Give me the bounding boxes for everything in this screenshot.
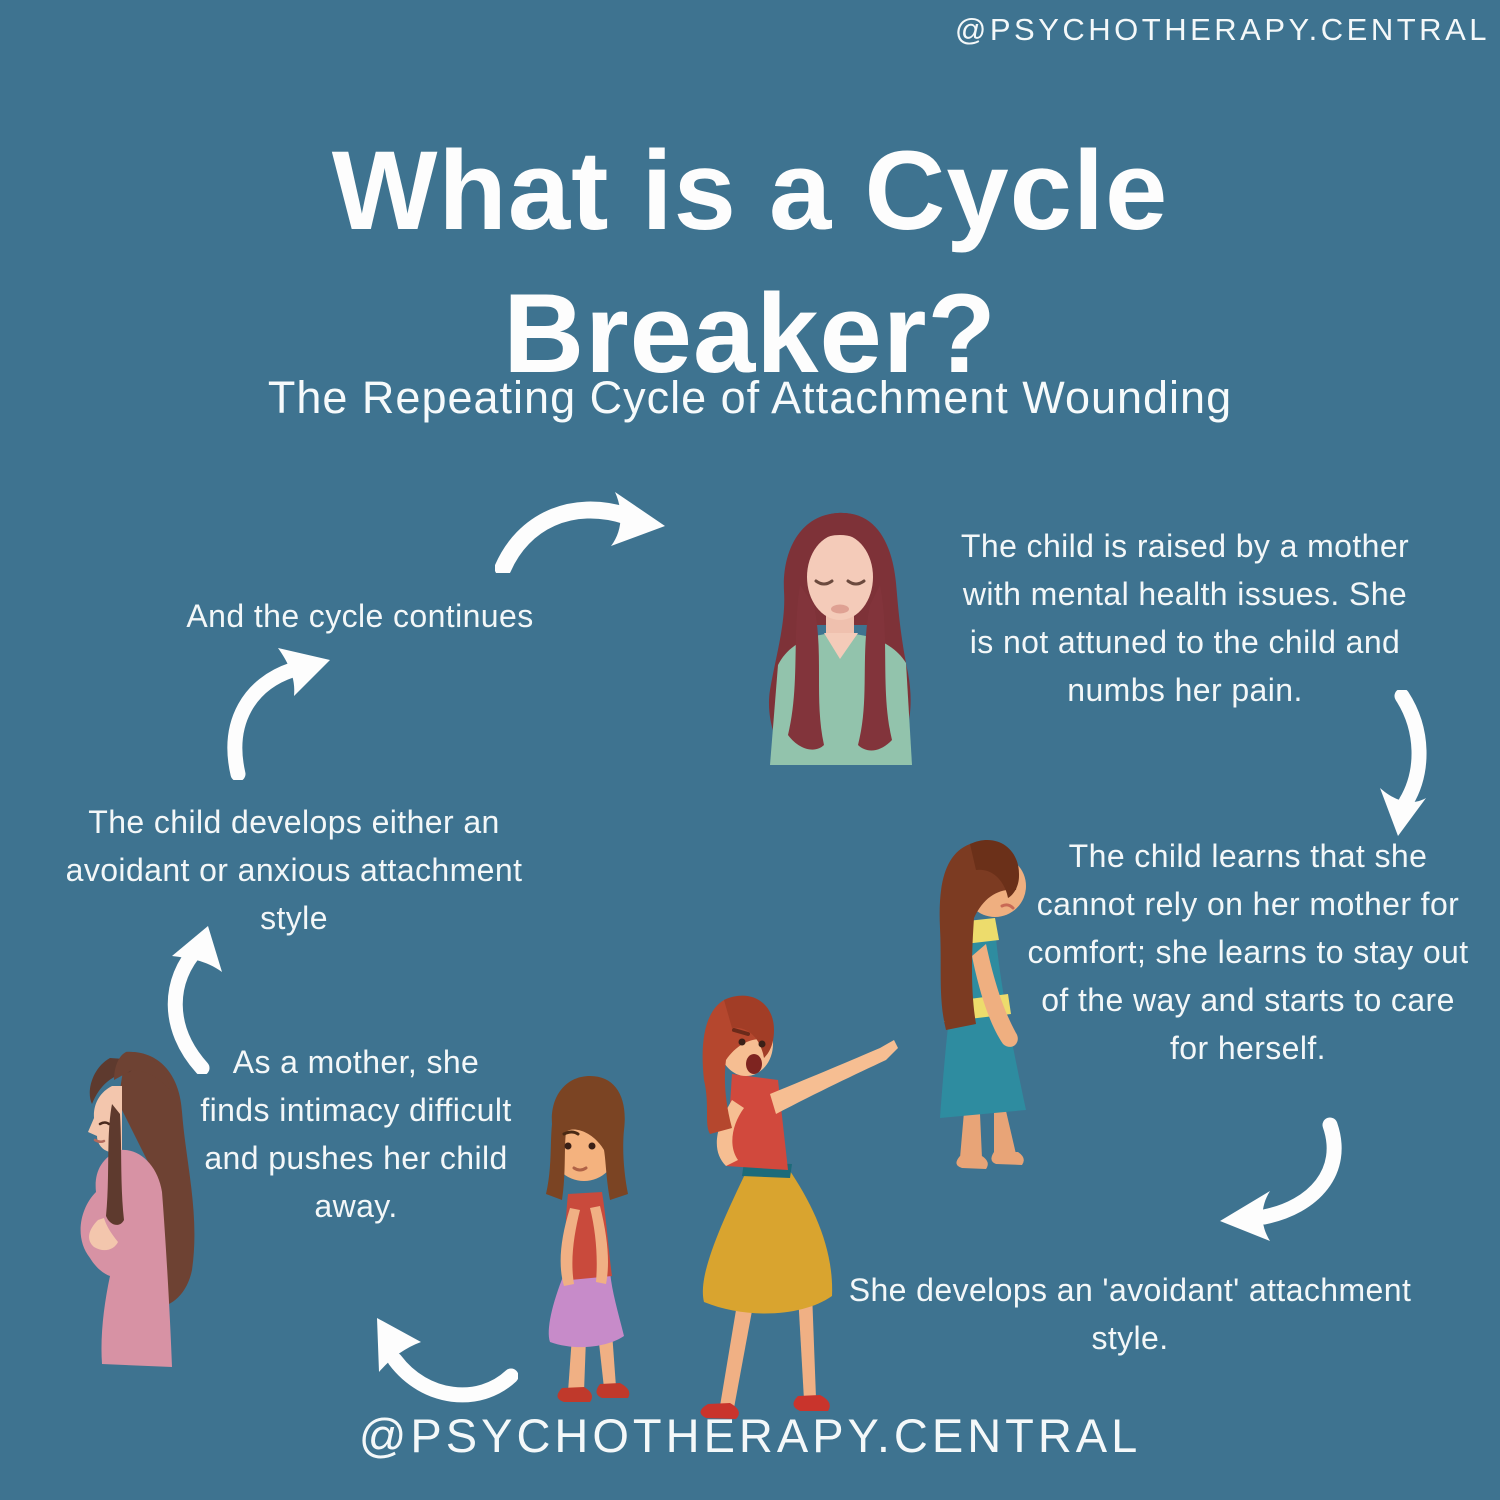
cycle-step-3: She develops an 'avoidant' attachment st… <box>848 1272 1412 1356</box>
page-title-line1: What is a Cycle <box>331 128 1169 254</box>
curved-arrow-right-icon <box>495 478 670 573</box>
curved-arrow-down-icon <box>1362 690 1432 840</box>
curved-arrow-up-left-icon <box>363 1310 518 1420</box>
cycle-step-1: The child is raised by a mother with men… <box>960 528 1410 708</box>
social-handle-top: @PSYCHOTHERAPY.CENTRAL <box>954 12 1490 47</box>
mother-portrait-illustration <box>738 503 943 765</box>
cycle-step-2: The child learns that she cannot rely on… <box>1027 838 1469 1066</box>
page-title-line2: Breaker? <box>503 271 997 397</box>
curved-arrow-up-icon <box>140 922 270 1074</box>
sad-child-illustration <box>898 826 1070 1184</box>
scolding-mother-and-child-illustration <box>512 982 900 1430</box>
curved-arrow-down-left-icon <box>1212 1115 1352 1247</box>
cycle-step-4: As a mother, she finds intimacy difficul… <box>200 1044 512 1224</box>
curved-arrow-up-right-icon <box>220 644 345 780</box>
page-title: What is a Cycle Breaker? <box>125 119 1375 406</box>
cycle-step-5: The child develops either an avoidant or… <box>65 804 523 936</box>
cycle-step-6: And the cycle continues <box>186 598 534 634</box>
page-subtitle: The Repeating Cycle of Attachment Woundi… <box>267 372 1233 423</box>
social-handle-bottom: @PSYCHOTHERAPY.CENTRAL <box>358 1409 1142 1462</box>
pregnant-mother-illustration <box>48 1042 206 1367</box>
